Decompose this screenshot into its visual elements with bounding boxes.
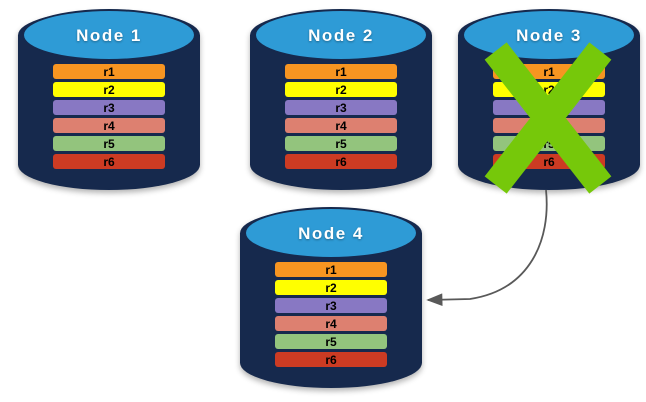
row-bar: r6 — [274, 352, 388, 367]
node-3-cylinder-top — [461, 9, 637, 62]
row-bar: r1 — [492, 64, 606, 79]
node-1[interactable]: Node 1 r1 r2 r3 r4 r5 r6 — [18, 9, 200, 190]
node-2-rows: r1 r2 r3 r4 r5 r6 — [284, 64, 398, 169]
node-4-rows: r1 r2 r3 r4 r5 r6 — [274, 262, 388, 367]
row-bar: r3 — [274, 298, 388, 313]
node-3-rows: r1 r2 r3 r4 r5 r6 — [492, 64, 606, 169]
node-2-cylinder-top — [253, 9, 429, 62]
row-bar: r6 — [52, 154, 166, 169]
node-2[interactable]: Node 2 r1 r2 r3 r4 r5 r6 — [250, 9, 432, 190]
row-bar: r4 — [274, 316, 388, 331]
row-bar: r5 — [52, 136, 166, 151]
node-4[interactable]: Node 4 r1 r2 r3 r4 r5 r6 — [240, 207, 422, 388]
row-bar: r1 — [52, 64, 166, 79]
row-bar: r5 — [284, 136, 398, 151]
row-bar: r5 — [492, 136, 606, 151]
node-1-rows: r1 r2 r3 r4 r5 r6 — [52, 64, 166, 169]
row-bar: r4 — [52, 118, 166, 133]
row-bar: r3 — [52, 100, 166, 115]
row-bar: r4 — [492, 118, 606, 133]
row-bar: r3 — [492, 100, 606, 115]
node-1-cylinder-top — [21, 9, 197, 62]
failover-arrow-path — [426, 189, 548, 306]
row-bar: r6 — [284, 154, 398, 169]
node-3[interactable]: Node 3 r1 r2 r3 r4 r5 r6 — [458, 9, 640, 190]
node-4-cylinder-top — [243, 207, 419, 260]
row-bar: r4 — [284, 118, 398, 133]
row-bar: r1 — [274, 262, 388, 277]
row-bar: r5 — [274, 334, 388, 349]
row-bar: r2 — [284, 82, 398, 97]
row-bar: r2 — [274, 280, 388, 295]
row-bar: r2 — [492, 82, 606, 97]
row-bar: r1 — [284, 64, 398, 79]
row-bar: r2 — [52, 82, 166, 97]
row-bar: r6 — [492, 154, 606, 169]
row-bar: r3 — [284, 100, 398, 115]
